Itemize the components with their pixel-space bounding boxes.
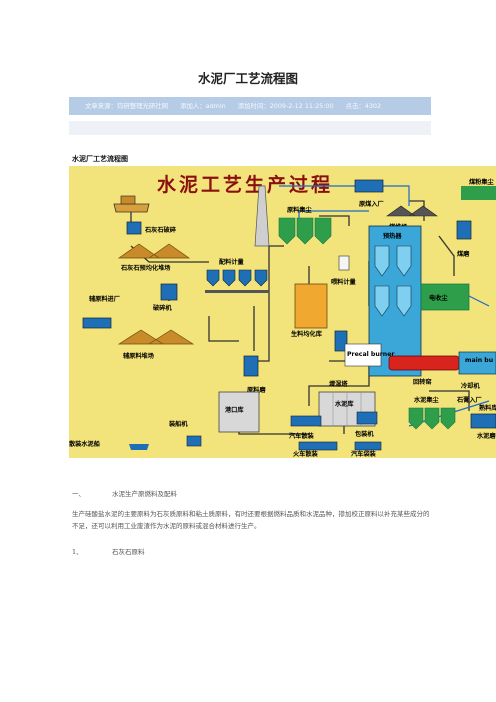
label-coal-dust: 煤粉集尘 (469, 178, 495, 186)
process-diagram: 水泥工艺生产过程 (69, 166, 496, 458)
label-packer: 包装机 (354, 430, 374, 438)
label-main-burner: main bu (465, 357, 493, 364)
section-2-title: 石灰石原料 (112, 548, 145, 556)
section-2-number: 1、 (72, 548, 83, 556)
label-clinker-silo: 熟料库 (479, 404, 496, 412)
label-elec-dust: 电收尘 (429, 294, 448, 302)
meta-strip (69, 121, 431, 135)
label-truck-bag: 汽车袋装 (351, 450, 377, 458)
article-meta-bar: 文章来源：钧研整理光研社网 添加人：admin 添加时间：2009-2-12 1… (69, 97, 431, 115)
label-coal-in: 原煤入厂 (359, 200, 384, 208)
label-cement-silo: 水泥库 (335, 400, 354, 408)
label-cement-mill: 水泥磨 (477, 432, 496, 440)
label-raw-mill: 原料磨 (247, 386, 266, 394)
page-title: 水泥厂工艺流程图 (197, 71, 298, 86)
label-precal: Precal burner (347, 351, 395, 358)
label-feed-meter: 喂料计量 (331, 278, 357, 286)
section-1-paragraph: 生产硅酸盐水泥的主要原料为石灰质原料和粘土质原料，有时还要根据燃料品质和水泥品种… (72, 510, 430, 530)
label-humid-tower: 增湿塔 (329, 380, 348, 388)
label-bulk-truck: 汽车散装 (289, 432, 315, 440)
section-1-title: 水泥生产原燃料及配料 (112, 490, 177, 498)
label-preheater: 预热器 (383, 232, 402, 240)
section-1-number: 一、 (72, 490, 85, 498)
meta-source: 文章来源：钧研整理光研社网 (85, 102, 169, 110)
label-meal-homo: 生料均化库 (291, 330, 323, 338)
label-coal-mill: 煤磨 (457, 250, 470, 258)
process-diagram-svg: 水泥工艺生产过程 (69, 171, 496, 458)
diagram-heading: 水泥厂工艺流程图 (72, 155, 128, 163)
label-train-bulk: 火车散装 (293, 450, 319, 458)
label-port-silo: 港口库 (225, 406, 244, 414)
meta-publisher: 添加人：admin (180, 102, 226, 110)
label-ship: 散装水泥船 (69, 440, 101, 448)
label-crusher: 破碎机 (153, 304, 172, 312)
meta-date: 添加时间：2009-2-12 11:25:00 (237, 102, 334, 110)
label-limestone-crush: 石灰石破碎 (144, 226, 177, 234)
label-cooler: 冷却机 (461, 382, 480, 390)
section-2-heading: 1、 石灰石原料 (72, 546, 145, 558)
label-kiln: 回转窑 (413, 378, 432, 386)
section-1-heading: 一、 水泥生产原燃料及配料 (72, 488, 177, 500)
label-cement-dust: 水泥集尘 (414, 396, 440, 404)
label-gypsum-in: 石膏入厂 (456, 396, 482, 404)
label-ship-loader: 装船机 (168, 420, 188, 428)
label-aux-yard: 辅原料堆场 (123, 352, 154, 360)
label-aux-in: 辅原料进厂 (89, 295, 120, 303)
label-limestone-yard: 石灰石预均化堆场 (120, 264, 171, 272)
diagram-title: 水泥工艺生产过程 (157, 173, 333, 196)
meta-views: 点击：4302 (345, 102, 382, 110)
label-dosing: 配料计量 (219, 258, 245, 266)
label-raw-dust: 原料集尘 (287, 206, 313, 214)
